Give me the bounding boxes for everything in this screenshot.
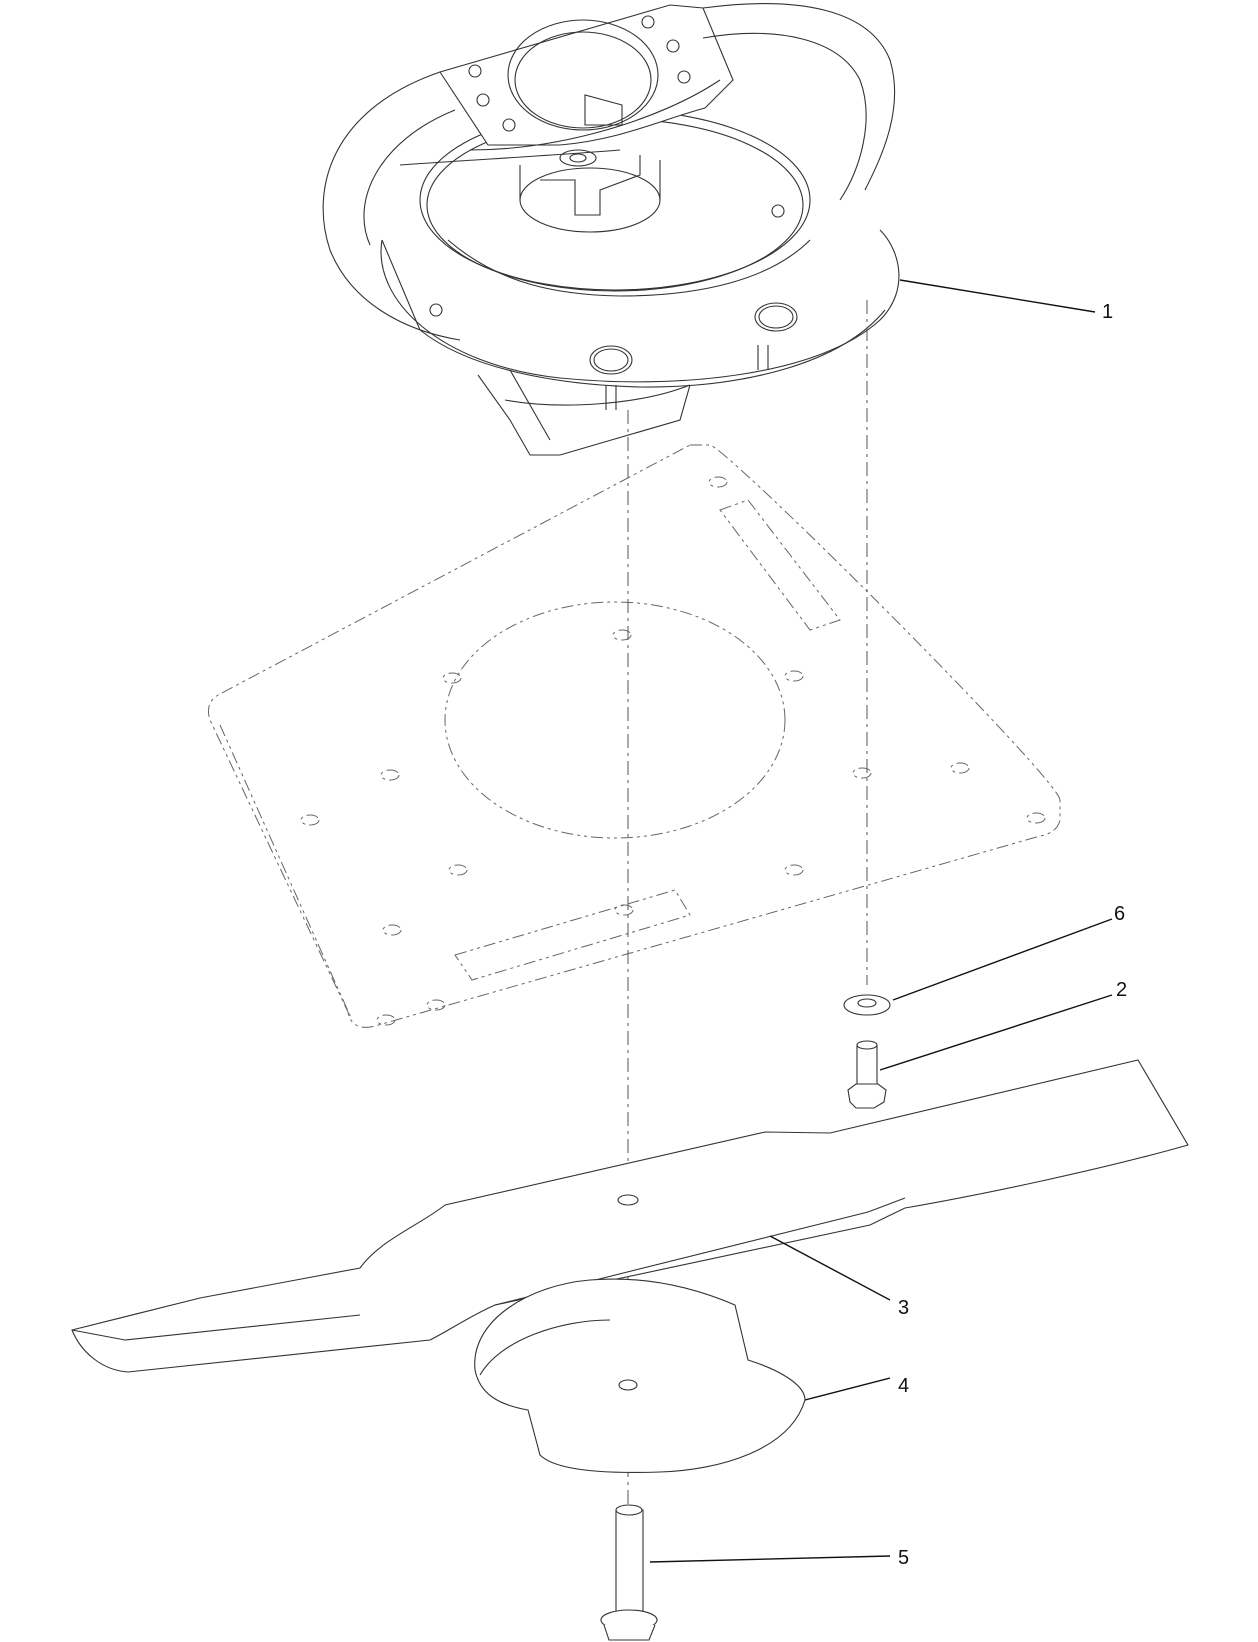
blade-sail bbox=[474, 1278, 806, 1474]
callout-3: 3 bbox=[898, 1297, 910, 1319]
spindle-housing bbox=[322, 3, 900, 456]
washer bbox=[843, 994, 891, 1016]
blade bbox=[71, 1059, 1189, 1373]
leader-5 bbox=[649, 1555, 891, 1563]
callout-5: 5 bbox=[898, 1547, 910, 1569]
leader-4 bbox=[804, 1377, 891, 1401]
callout-4: 4 bbox=[898, 1375, 910, 1397]
callout-1: 1 bbox=[1102, 301, 1114, 323]
bolt bbox=[847, 1040, 887, 1109]
callout-6: 6 bbox=[1114, 903, 1126, 925]
deck-plate-phantom bbox=[207, 444, 1061, 1028]
leader-1 bbox=[899, 279, 1096, 313]
callout-2: 2 bbox=[1116, 979, 1128, 1001]
leader-3 bbox=[769, 1235, 891, 1301]
leader-2 bbox=[879, 994, 1113, 1071]
blade-bolt bbox=[600, 1504, 658, 1641]
leader-6 bbox=[892, 918, 1113, 1001]
